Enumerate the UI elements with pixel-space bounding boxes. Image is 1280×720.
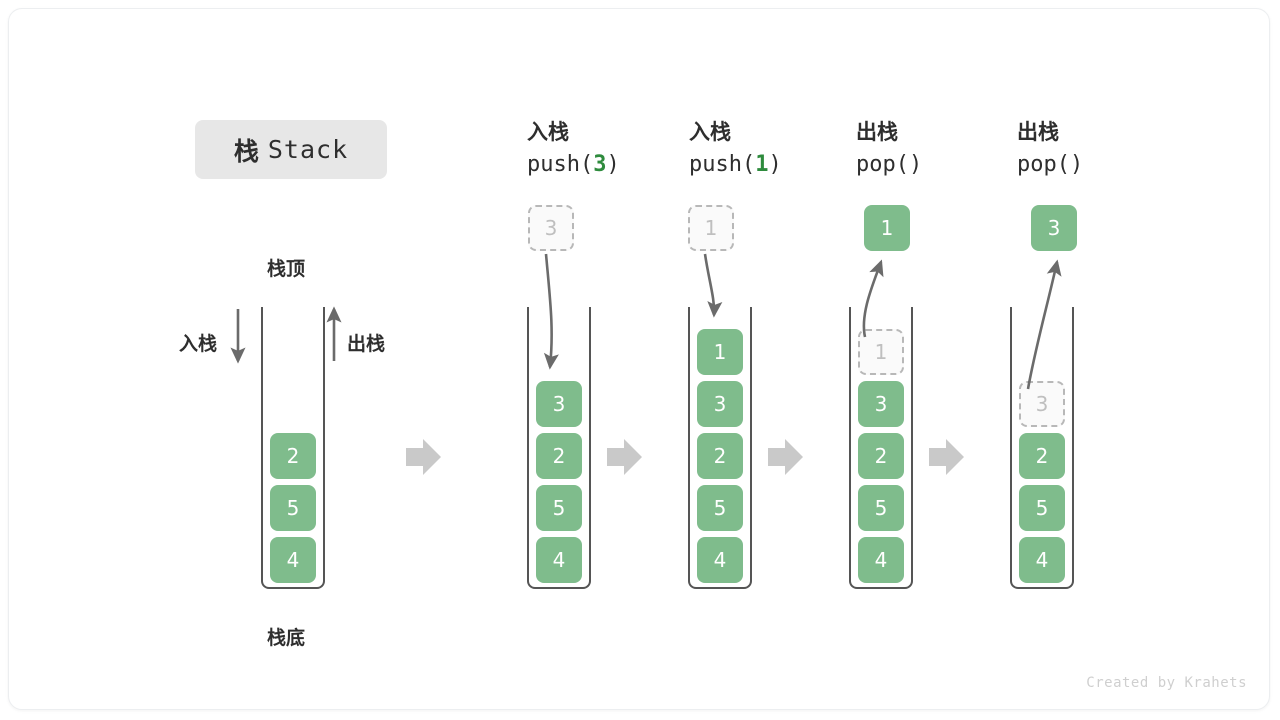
separator-arrow-3 [929,439,964,475]
op-code-suffix-2: ) [908,152,923,177]
floating-cell-step-1: 1 [688,205,734,251]
stack-cell-step2-2: 2 [858,433,904,479]
op-code-arg-0: 3 [593,152,607,177]
footer-credit: Created by Krahets [1086,675,1247,691]
stack-container-step-3 [1010,307,1074,589]
stack-cell-step3-3: 4 [1019,537,1065,583]
stack-cell-step1-4: 4 [697,537,743,583]
stack-cell-step2-0: 1 [858,329,904,375]
op-header-push-3: 入栈 push(3) [527,116,620,177]
stack-cell-step0-2: 5 [536,485,582,531]
stack-cell-step0-0: 3 [536,381,582,427]
stack-container-step-0 [527,307,591,589]
op-code-suffix-0: ) [606,152,620,177]
stack-container-step-2 [849,307,913,589]
stack-cell-step3-2: 5 [1019,485,1065,531]
op-code-arg-1: 1 [755,152,769,177]
title-en: Stack [267,135,349,164]
arrows-overlay [230,253,1062,475]
stack-container-step-1 [688,307,752,589]
op-header-pop-1: 出栈 pop() [856,116,922,177]
stack-cell-step1-2: 2 [697,433,743,479]
op-code-prefix-0: push( [527,152,594,177]
op-code-prefix-3: pop( [1017,152,1070,177]
label-stack-bottom: 栈底 [267,627,306,649]
op-label-cn-0: 入栈 [527,120,569,144]
diagram-title-badge: 栈 Stack [195,120,387,179]
stack-cell-step2-3: 5 [858,485,904,531]
op-label-code-2: pop() [856,152,922,177]
motion-arrow-step-1 [703,253,723,318]
stack-cell-step2-4: 4 [858,537,904,583]
stack-cell-initial-1: 5 [270,485,316,531]
floating-cell-step-2: 1 [864,205,910,251]
op-header-pop-2: 出栈 pop() [1017,116,1083,177]
stack-cell-initial-0: 2 [270,433,316,479]
floating-cell-step-3: 3 [1031,205,1077,251]
op-label-code-1: push(1) [689,152,782,177]
stack-cell-step1-3: 5 [697,485,743,531]
stack-container-initial [261,307,325,589]
title-cn: 栈 [233,136,259,166]
label-stack-top: 栈顶 [267,258,306,280]
op-code-suffix-1: ) [768,152,782,177]
op-label-cn-1: 入栈 [689,120,731,144]
separator-arrow-1 [607,439,642,475]
op-header-push-1: 入栈 push(1) [689,116,782,177]
stack-cell-step3-1: 2 [1019,433,1065,479]
floating-cell-step-0: 3 [528,205,574,251]
label-pop-left: 出栈 [347,333,386,355]
op-label-cn-2: 出栈 [856,120,898,144]
stack-cell-step1-1: 3 [697,381,743,427]
op-code-prefix-2: pop( [856,152,909,177]
stack-cell-step3-0: 3 [1019,381,1065,427]
separator-arrow-0 [406,439,441,475]
op-label-code-3: pop() [1017,152,1083,177]
op-code-suffix-3: ) [1069,152,1084,177]
stack-cell-step0-3: 4 [536,537,582,583]
op-code-prefix-1: push( [689,152,756,177]
op-label-cn-3: 出栈 [1017,120,1059,144]
separator-arrow-2 [768,439,803,475]
stack-cell-step2-1: 3 [858,381,904,427]
label-push-left: 入栈 [179,333,218,355]
stack-cell-step1-0: 1 [697,329,743,375]
stack-cell-step0-1: 2 [536,433,582,479]
stack-cell-initial-2: 4 [270,537,316,583]
op-label-code-0: push(3) [527,152,620,177]
diagram-card: 栈 Stack 栈顶 入栈 出栈 2 5 4 栈底 入栈 push(3) 3 3… [8,8,1270,710]
